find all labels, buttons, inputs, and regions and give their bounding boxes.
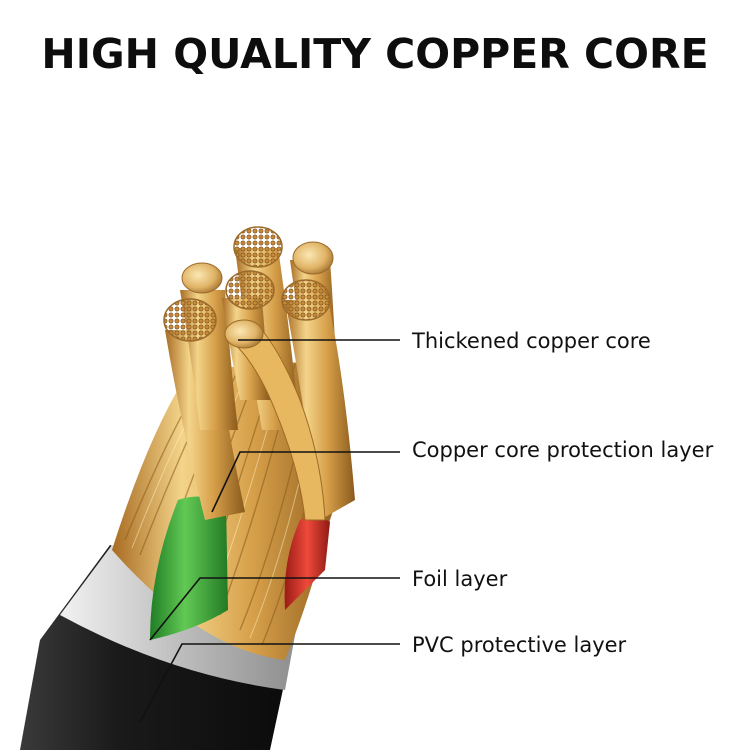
red-insulation bbox=[284, 516, 330, 610]
label-copper-core-protection-layer: Copper core protection layer bbox=[412, 438, 714, 462]
green-insulation bbox=[150, 496, 228, 640]
label-foil-layer: Foil layer bbox=[412, 567, 508, 591]
label-thickened-copper-core: Thickened copper core bbox=[412, 329, 651, 353]
page-title: HIGH QUALITY COPPER CORE bbox=[41, 30, 709, 78]
leader-line-protection-layer bbox=[211, 451, 400, 513]
leader-line-foil-layer bbox=[149, 577, 400, 641]
strand-end-caps bbox=[163, 226, 334, 349]
upper-strands bbox=[165, 248, 355, 521]
leader-line-pvc-layer bbox=[139, 643, 400, 723]
label-pvc-protective-layer: PVC protective layer bbox=[412, 633, 627, 657]
leader-lines bbox=[139, 339, 400, 723]
